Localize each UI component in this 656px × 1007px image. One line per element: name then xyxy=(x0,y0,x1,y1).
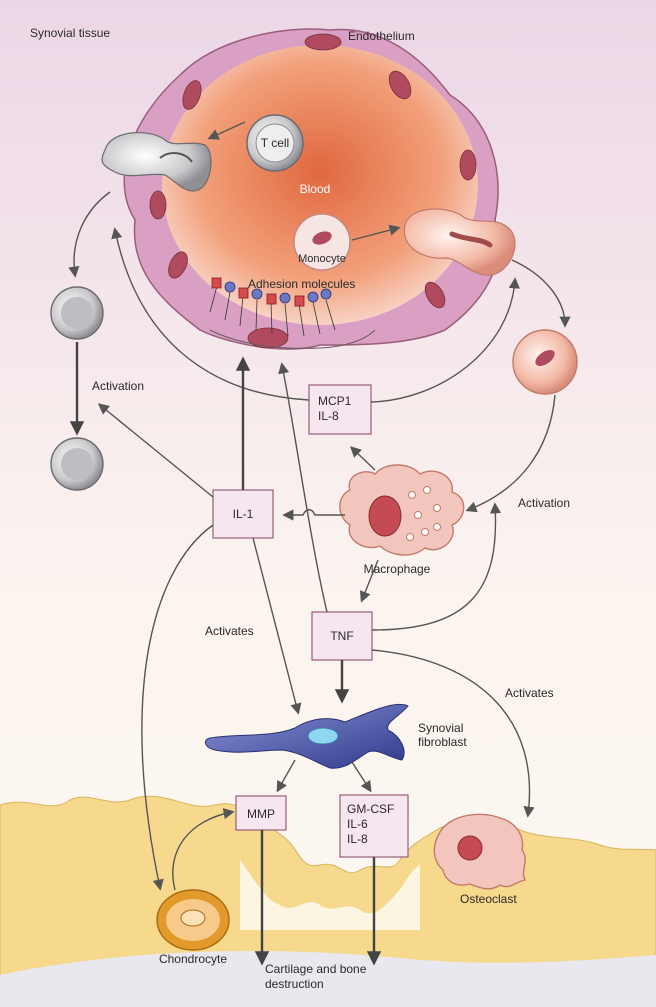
label-activates-left: Activates xyxy=(205,624,254,638)
t-cell-left-upper xyxy=(50,286,104,340)
osteoclast xyxy=(433,813,527,890)
mmp-box-label: MMP xyxy=(247,807,275,821)
t-cell-blood xyxy=(246,114,304,172)
label-monocyte: Monocyte xyxy=(298,253,346,265)
il1-box-label: IL-1 xyxy=(233,507,254,521)
t-cell-migrating xyxy=(101,132,212,192)
il1-box xyxy=(212,489,274,539)
endothelial-nuclei xyxy=(149,33,477,349)
macrophage xyxy=(339,464,465,556)
label-t-cell: T cell xyxy=(261,136,289,150)
blood-lumen xyxy=(162,45,478,325)
label-endothelium: Endothelium xyxy=(348,29,415,43)
monocyte-blood xyxy=(293,213,351,271)
gm-csf-box-line3: IL-8 xyxy=(347,832,368,846)
arrows xyxy=(68,121,571,966)
monocyte-tissue xyxy=(512,329,578,395)
gm-csf-box-line1: GM-CSF xyxy=(347,802,394,816)
label-synovial-tissue: Synovial tissue xyxy=(30,26,110,40)
tnf-box xyxy=(311,611,373,661)
gm-csf-box-line2: IL-6 xyxy=(347,817,368,831)
mcp1-box xyxy=(308,384,372,435)
label-macrophage: Macrophage xyxy=(364,562,431,576)
mcp1-box-line1: MCP1 xyxy=(318,394,352,408)
label-synovial-fibroblast-1: Synovial xyxy=(418,721,463,735)
mcp1-box-line2: IL-8 xyxy=(318,409,339,423)
label-osteoclast: Osteoclast xyxy=(460,892,517,906)
chondrocyte xyxy=(156,889,230,951)
tnf-box-label: TNF xyxy=(330,629,353,643)
label-destruction-2: destruction xyxy=(265,977,324,991)
t-cell-left-lower xyxy=(50,437,104,491)
label-activates-right: Activates xyxy=(505,686,554,700)
label-chondrocyte: Chondrocyte xyxy=(159,952,227,966)
label-blood: Blood xyxy=(300,182,331,196)
label-activation-left: Activation xyxy=(92,379,144,393)
mmp-box xyxy=(235,795,287,831)
gm-csf-box xyxy=(339,794,409,858)
label-adhesion-molecules: Adhesion molecules xyxy=(248,277,355,291)
monocyte-migrating xyxy=(403,208,516,276)
adhesion-molecules xyxy=(209,277,376,349)
label-destruction-1: Cartilage and bone xyxy=(265,962,367,976)
label-synovial-fibroblast-2: fibroblast xyxy=(418,735,467,749)
bone-lower-band xyxy=(0,951,656,1007)
label-activation-right: Activation xyxy=(518,496,570,510)
synovial-fibroblast xyxy=(204,703,409,769)
